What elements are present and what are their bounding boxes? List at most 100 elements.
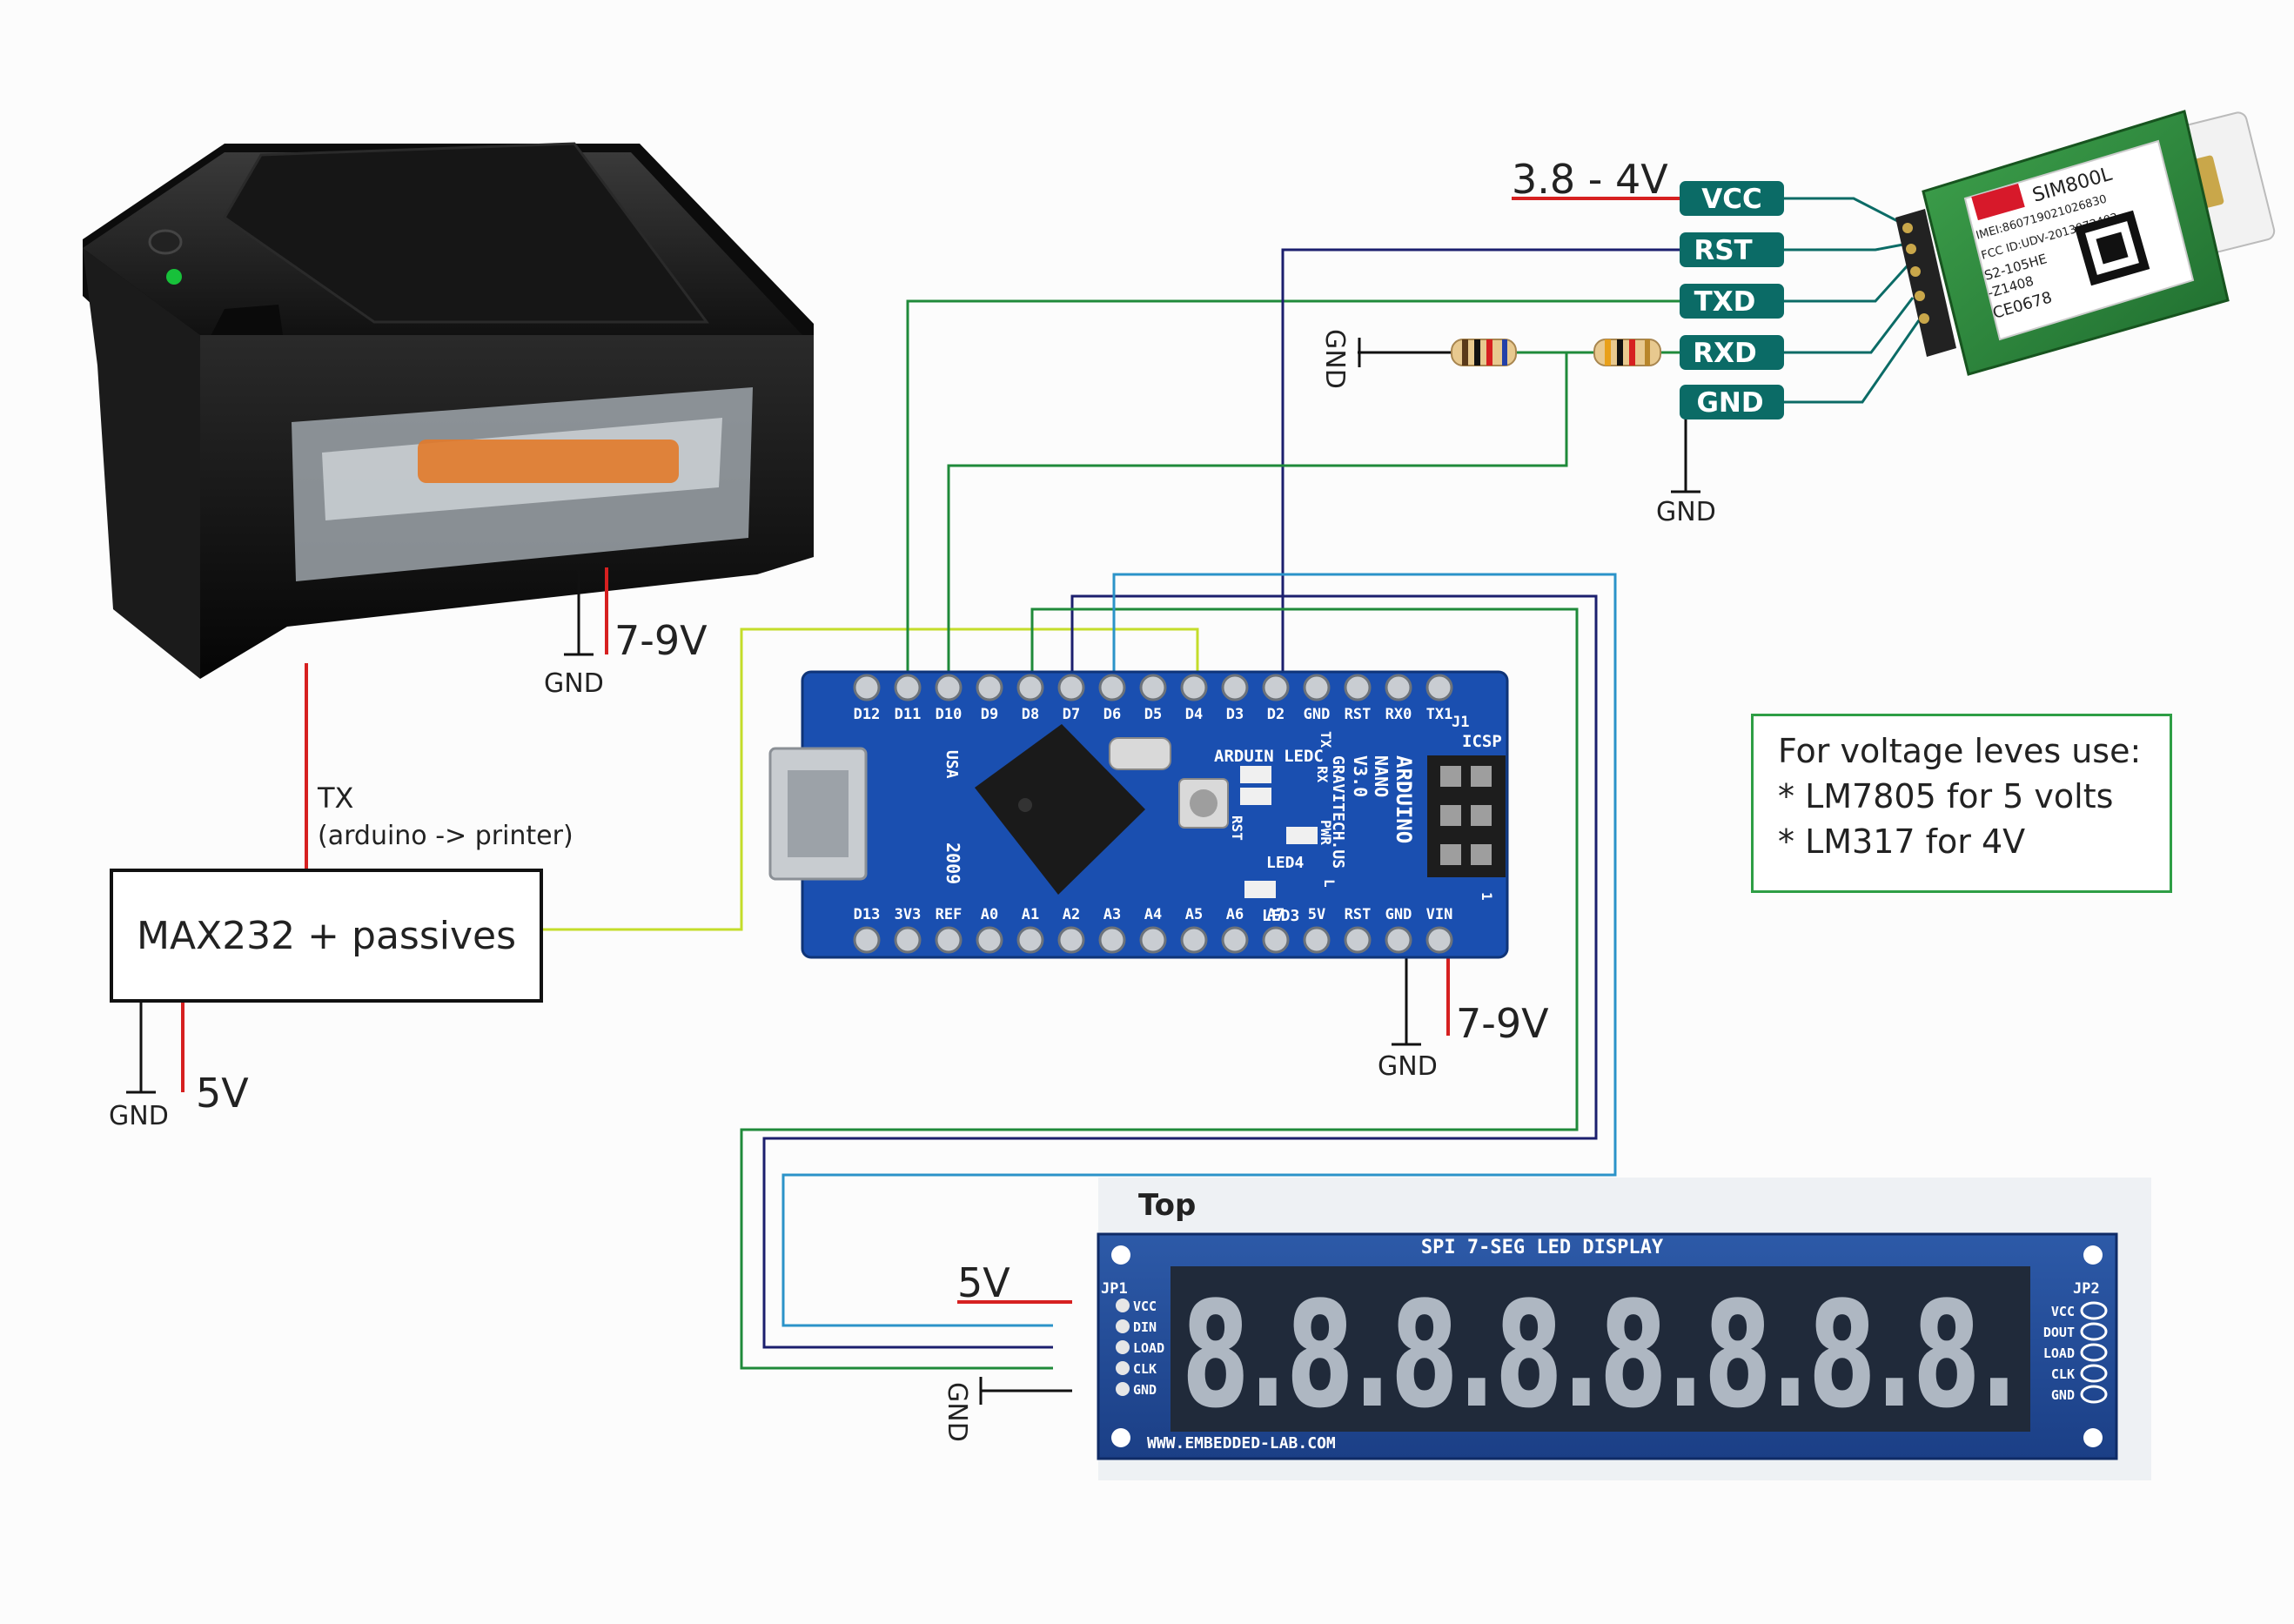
nano-top-pin-label: D6 — [1103, 706, 1121, 723]
sim-pin-rst-label: RST — [1694, 235, 1752, 266]
printer-side-face — [83, 248, 200, 679]
nano-top-pin — [1385, 674, 1412, 701]
display-5v-label: 5V — [957, 1259, 1010, 1306]
nano-79v-label: 7-9V — [1456, 1000, 1549, 1047]
sim-pin-rxd-label: RXD — [1693, 338, 1757, 369]
resistor-r1-band — [1502, 339, 1507, 366]
nano-top-pin-label: D11 — [895, 706, 922, 723]
wire-d6-to-din — [781, 573, 1617, 1327]
nano-bottom-pin-label: A4 — [1144, 906, 1162, 923]
nano-usb-inner — [788, 770, 849, 857]
display-left-pin — [1116, 1382, 1130, 1396]
nano-led-l — [1244, 881, 1276, 898]
sim-logo — [1971, 183, 2025, 221]
nano-bottom-pin — [1221, 926, 1249, 954]
sim-pin-labels: VCC RST TXD RXD GND — [1680, 181, 1784, 419]
nano-top-pin — [935, 674, 963, 701]
nano-top-pin — [1221, 674, 1249, 701]
sim-qr-core — [2096, 232, 2129, 265]
max-5v-label: 5V — [196, 1070, 249, 1117]
nano-top-pin — [1180, 674, 1208, 701]
wire-sim-txd-pin — [1784, 264, 1909, 303]
wire-txd-to-d11 — [906, 299, 1680, 674]
display-left-pin-label: CLK — [1133, 1361, 1157, 1377]
display-title: SPI 7-SEG LED DISPLAY — [1421, 1237, 1664, 1258]
wire-sim-vcc-pin — [1784, 197, 1908, 228]
display-left-pin — [1116, 1361, 1130, 1375]
voltage-note-line: * LM7805 for 5 volts — [1778, 777, 2114, 815]
nano-bottom-pin-label: A1 — [1022, 906, 1039, 923]
display-left-pin-label: GND — [1133, 1382, 1157, 1398]
resistor-r2-band — [1645, 339, 1650, 366]
sim-pin-rst — [1680, 232, 1784, 267]
nano-top-pin — [1016, 674, 1044, 701]
sim-pin-dot — [1910, 266, 1921, 277]
nano-bottom-pin — [976, 926, 1003, 954]
nano-bottom-pin-label: 3V3 — [895, 906, 922, 923]
resistor-r2-band — [1605, 339, 1611, 366]
printer-led — [166, 269, 182, 285]
sim-pin-vcc — [1680, 181, 1784, 216]
nano-top-pin-label: GND — [1304, 706, 1331, 723]
nano-bottom-pin-label: A7 — [1267, 906, 1285, 923]
nano-bottom-pin — [1425, 926, 1453, 954]
printer-button — [148, 229, 183, 255]
sim-pin-dot — [1906, 244, 1916, 254]
printer-paper-lid — [223, 142, 709, 324]
nano-led-pwr — [1286, 827, 1318, 844]
nano-top-pin — [1262, 674, 1290, 701]
display-mount-hole — [2083, 1428, 2103, 1447]
display-right-pin-label: DOUT — [2043, 1325, 2075, 1340]
nano-bottom-pin-label: 5V — [1308, 906, 1325, 923]
nano-top-pin — [976, 674, 1003, 701]
sim-pin-vcc-label: VCC — [1701, 184, 1762, 215]
resistor-r2-body — [1593, 339, 1661, 366]
max232-label: MAX232 + passives — [137, 914, 516, 958]
nano-top-pin-label: TX1 — [1426, 706, 1453, 723]
nano-top-pin-label: RX0 — [1385, 706, 1412, 723]
max232-box — [110, 869, 543, 1003]
nano-top-pin — [1057, 674, 1085, 701]
nano-bottom-pin — [1180, 926, 1208, 954]
nano-bottom-pin — [894, 926, 922, 954]
wire-rxd-to-d10 — [947, 352, 1568, 674]
sim-pin-txd-label: TXD — [1694, 286, 1756, 318]
printer-roller — [418, 440, 679, 483]
max-gnd-label: GND — [109, 1101, 169, 1131]
nano-top-pin-label: D9 — [981, 706, 998, 723]
nano-top-pin-label: D7 — [1063, 706, 1080, 723]
nano-silk-led4: LED4 — [1266, 854, 1305, 872]
resistor-r1-band — [1474, 339, 1480, 366]
nano-bottom-pin — [1385, 926, 1412, 954]
display-right-pin — [2080, 1385, 2108, 1404]
sim-gnd-label: GND — [1656, 497, 1716, 527]
resistor-r1-band — [1462, 339, 1468, 366]
voltage-note-line: For voltage leves use: — [1778, 732, 2142, 770]
nano-silk-arduino: ARDUINO — [1392, 755, 1416, 843]
display-mount-hole — [1111, 1428, 1130, 1447]
nano-icsp-pin — [1440, 844, 1461, 865]
display-top-label: Top — [1138, 1188, 1196, 1223]
display-left-pin-label: LOAD — [1133, 1340, 1164, 1356]
nano-led-rx — [1240, 788, 1271, 805]
wires-clean — [740, 197, 1921, 1405]
sim-pin-rxd — [1680, 335, 1784, 370]
nano-gnd-label: GND — [1378, 1051, 1438, 1082]
display-right-pin — [2080, 1301, 2108, 1320]
sim-pin-dot — [1919, 313, 1929, 324]
thermal-printer — [83, 142, 814, 679]
nano-bottom-pin — [1139, 926, 1167, 954]
wire-sim-rxd-pin — [1784, 297, 1915, 354]
sim-pin-gnd-label: GND — [1696, 387, 1763, 419]
nano-led-tx — [1240, 766, 1271, 783]
resistor-r2-band — [1617, 339, 1623, 366]
display-jp1: JP1 — [1101, 1280, 1128, 1298]
nano-silk-ledc: ARDUIN LEDC — [1214, 747, 1324, 766]
display-left-pin — [1116, 1319, 1130, 1333]
display-right-pin-label: LOAD — [2043, 1346, 2075, 1361]
